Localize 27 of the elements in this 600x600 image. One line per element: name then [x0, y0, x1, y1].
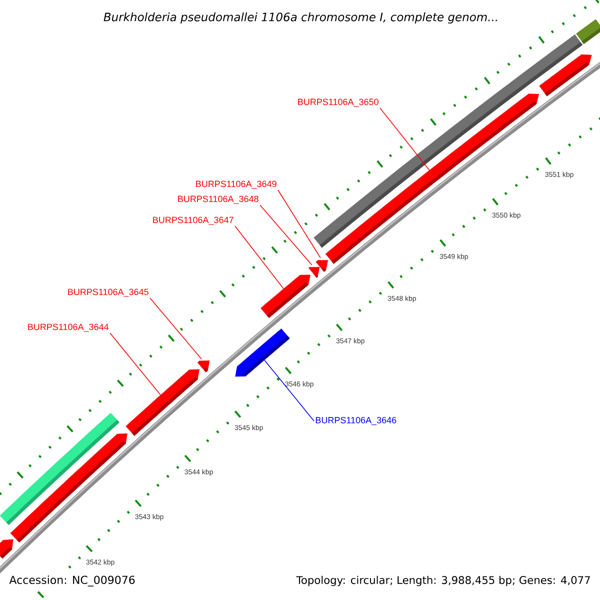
- gene-block: [539, 54, 592, 96]
- genome-info-text: Topology: circular; Length: 3,988,455 bp; Genes: 4,077: [295, 574, 592, 588]
- gene-block: [126, 369, 200, 436]
- accession-text: Accession: NC_009076: [8, 574, 136, 588]
- gene-block: [197, 360, 210, 372]
- leader-line: [110, 332, 161, 396]
- gene-label: BURPS1106A_3645: [68, 288, 148, 297]
- gene-block: [10, 433, 128, 543]
- leader-line: [380, 108, 430, 172]
- gene-label: BURPS1106A_3646: [316, 416, 396, 426]
- gene-label: BURPS1106A_3650: [298, 98, 378, 107]
- gene-block: [308, 267, 320, 278]
- gene-block: [316, 260, 328, 272]
- gene-label: BURPS1106A_3647: [153, 216, 234, 225]
- leader-line: [264, 360, 314, 422]
- gene-label: BURPS1106A_3648: [178, 196, 258, 204]
- gene-block: [235, 328, 290, 377]
- gene-label: BURPS1106A_3649: [196, 180, 276, 189]
- leader-line: [150, 298, 202, 360]
- leader-line: [234, 226, 284, 290]
- leader-line: [260, 204, 312, 266]
- gene-block: [0, 539, 14, 559]
- title: Burkholderia pseudomallei 1106a chromosome I, complete genom...: [104, 12, 498, 24]
- gene-bar: [576, 19, 600, 44]
- gene-block: [260, 274, 310, 318]
- gene-label: BURPS1106A_3644: [28, 324, 109, 332]
- leader-line: [278, 190, 321, 258]
